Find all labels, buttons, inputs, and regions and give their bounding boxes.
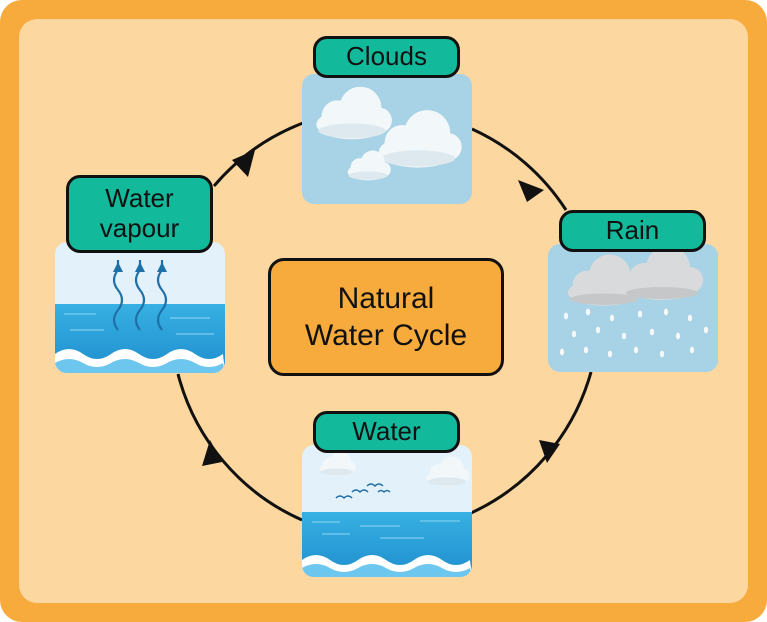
rain-cloud-icon bbox=[548, 244, 718, 372]
arrowhead-to-clouds bbox=[232, 150, 255, 177]
label-clouds: Clouds bbox=[313, 36, 460, 78]
evaporation-icon bbox=[55, 242, 225, 373]
title-line1: Natural bbox=[337, 281, 435, 315]
label-water: Water bbox=[313, 411, 460, 453]
label-water-vapour-line2: vapour bbox=[99, 213, 180, 243]
diagram-title-box: Natural Water Cycle bbox=[268, 258, 504, 376]
clouds-icon bbox=[302, 74, 472, 204]
arrowhead-to-water bbox=[539, 440, 560, 463]
arrow-heads bbox=[202, 150, 560, 466]
label-rain: Rain bbox=[559, 210, 706, 252]
arrowhead-to-rain bbox=[518, 180, 544, 202]
title-line2: Water Cycle bbox=[304, 319, 468, 352]
sea-icon bbox=[302, 445, 472, 577]
label-water-vapour-line1: Water bbox=[105, 183, 174, 214]
arrowhead-to-vapour bbox=[202, 440, 222, 466]
label-water-vapour: Water vapour bbox=[66, 175, 213, 253]
